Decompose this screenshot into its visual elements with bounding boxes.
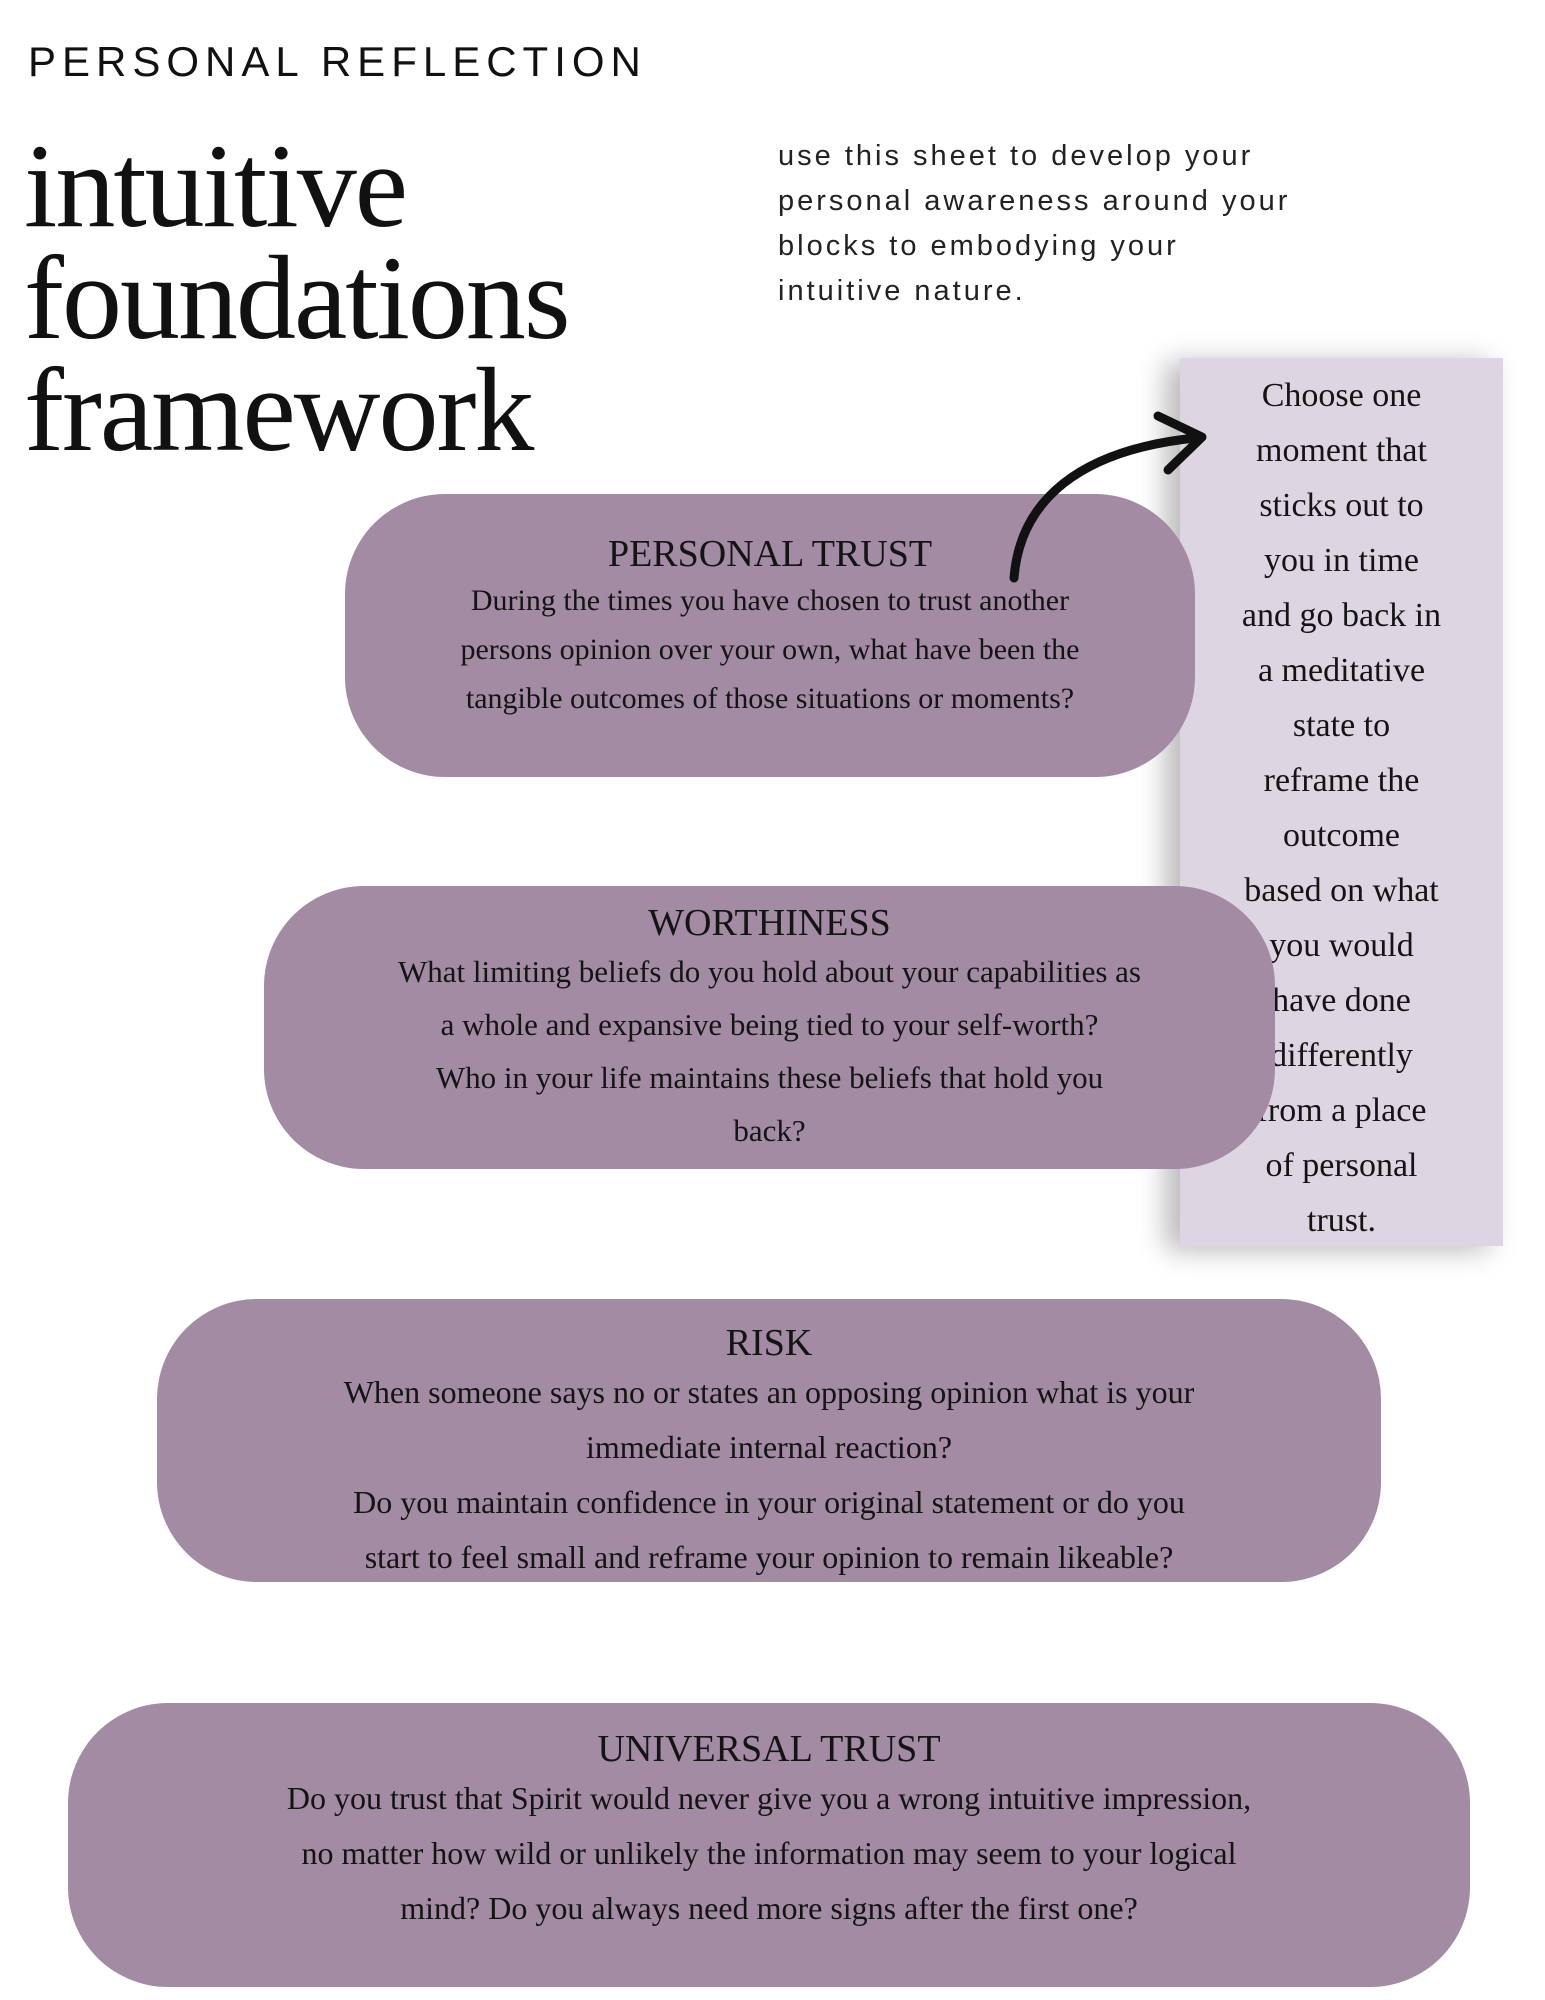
sidenote-line: of personal [1265, 1147, 1418, 1184]
sidenote-line: a meditative [1257, 652, 1426, 689]
personal-trust-card: PERSONAL TRUST During the times you have… [345, 494, 1195, 777]
body-line: When someone says no or states an opposi… [343, 1374, 1195, 1410]
section-body: During the times you have chosen to trus… [345, 576, 1195, 723]
title-line: foundations [24, 231, 571, 364]
section-heading: PERSONAL TRUST [607, 533, 933, 575]
sidenote-line: have done [1272, 982, 1411, 1019]
sidenote-line: moment that [1256, 432, 1427, 469]
body-line: back? [733, 1113, 806, 1148]
section-body: What limiting beliefs do you hold about … [264, 945, 1275, 1157]
page-title: intuitive foundations framework [24, 119, 571, 476]
page-eyebrow: PERSONAL REFLECTION [28, 38, 647, 85]
universal-trust-card: UNIVERSAL TRUST Do you trust that Spirit… [68, 1703, 1470, 1987]
body-line: tangible outcomes of those situations or… [465, 682, 1075, 715]
sidenote-line: outcome [1282, 817, 1401, 854]
sidenote-line: state to [1292, 707, 1391, 744]
body-line: mind? Do you always need more signs afte… [400, 1890, 1138, 1926]
body-line: Do you trust that Spirit would never giv… [286, 1780, 1252, 1816]
title-line: intuitive [24, 119, 408, 252]
title-line: framework [24, 343, 534, 476]
body-line: During the times you have chosen to trus… [470, 584, 1070, 617]
sidenote-line: differently [1270, 1037, 1413, 1074]
sidenote-line: reframe the [1263, 762, 1420, 799]
sidenote-line: from a place [1256, 1092, 1427, 1129]
sidenote-line: sticks out to [1259, 487, 1424, 524]
body-line: a whole and expansive being tied to your… [440, 1007, 1099, 1042]
body-line: start to feel small and reframe your opi… [364, 1539, 1174, 1575]
worthiness-card: WORTHINESS What limiting beliefs do you … [264, 886, 1275, 1169]
sidenote-line: trust. [1307, 1202, 1376, 1239]
body-line: no matter how wild or unlikely the infor… [301, 1835, 1237, 1871]
intro-line: use this sheet to develop your [778, 140, 1254, 172]
section-body: Do you trust that Spirit would never giv… [68, 1771, 1470, 1936]
curved-arrow-icon [1009, 411, 1207, 583]
intro-line: personal awareness around your [778, 185, 1291, 217]
section-heading: UNIVERSAL TRUST [597, 1728, 941, 1770]
section-body: When someone says no or states an opposi… [157, 1365, 1381, 1585]
sidenote-line: based on what [1244, 872, 1439, 909]
body-line: Do you maintain confidence in your origi… [353, 1484, 1185, 1520]
body-line: Who in your life maintains these beliefs… [435, 1060, 1104, 1095]
sidenote-line: you in time [1264, 542, 1419, 579]
sidenote-line: Choose one [1261, 377, 1422, 414]
sidenote-line: and go back in [1241, 597, 1442, 634]
body-line: persons opinion over your own, what have… [460, 633, 1080, 666]
intro-line: blocks to embodying your [778, 230, 1179, 262]
body-line: What limiting beliefs do you hold about … [398, 954, 1141, 989]
risk-card: RISK When someone says no or states an o… [157, 1299, 1381, 1582]
intro-text: use this sheet to develop your personal … [778, 134, 1338, 314]
section-heading: RISK [725, 1322, 813, 1364]
sidenote-line: you would [1269, 927, 1414, 964]
body-line: immediate internal reaction? [585, 1429, 953, 1465]
intro-line: intuitive nature. [778, 275, 1026, 307]
section-heading: WORTHINESS [648, 902, 891, 944]
